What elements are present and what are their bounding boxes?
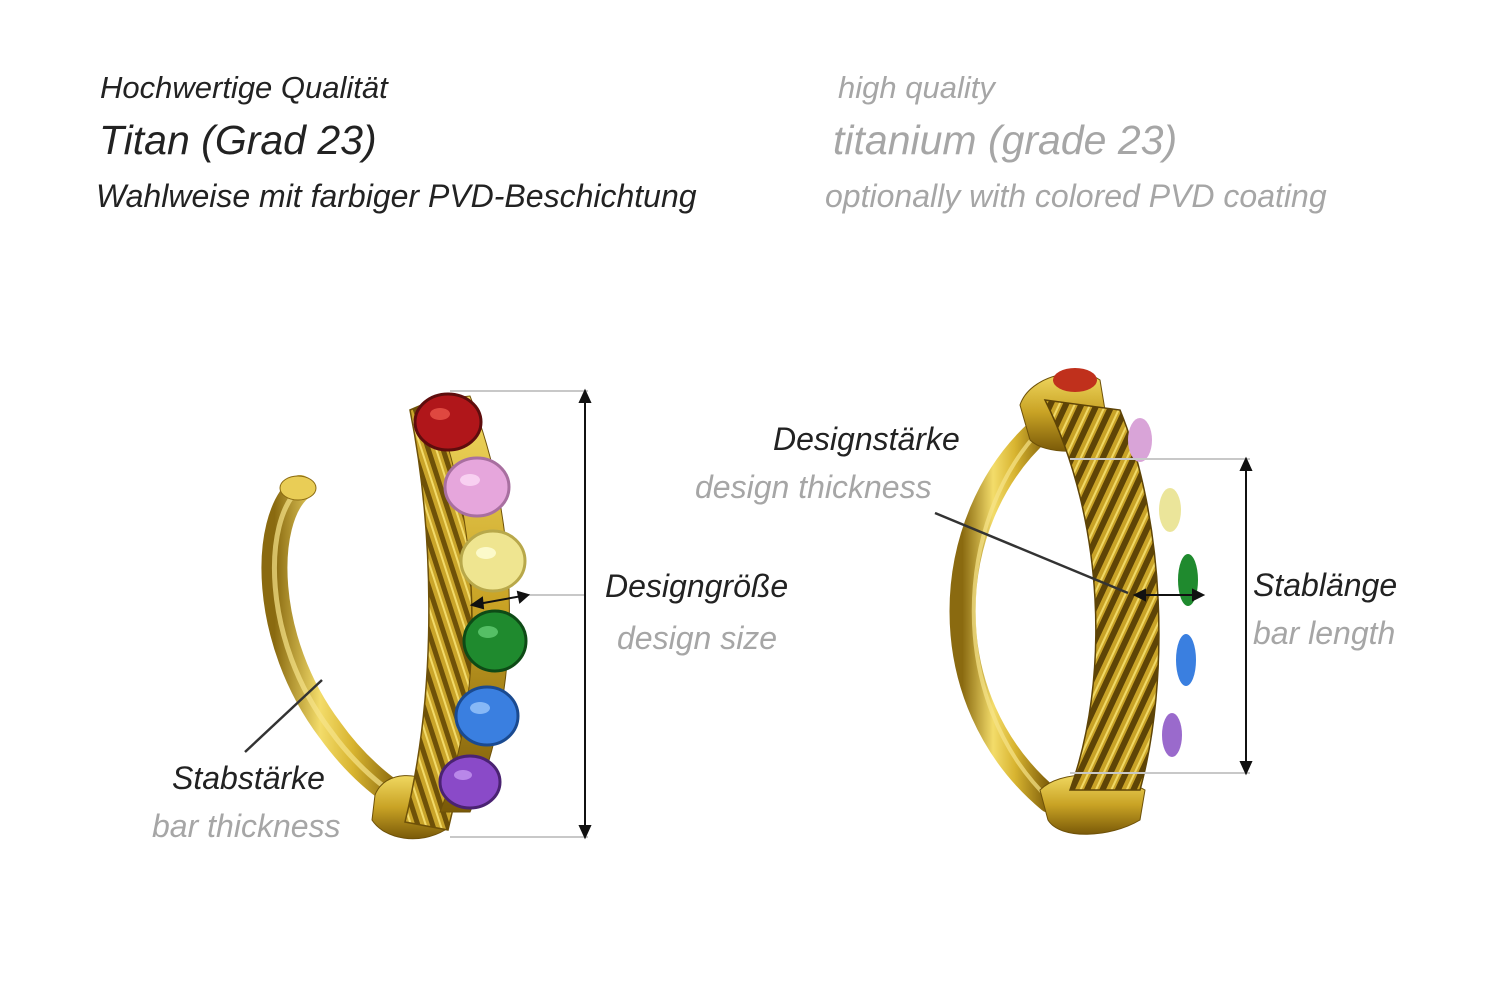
design-thickness-label-en: design thickness [695,469,932,505]
design-size-label-en: design size [617,620,778,656]
design-size-label-de: Designgröße [605,568,789,604]
right-ring-band [1043,399,1160,791]
left-ring-stones [413,392,528,810]
green-stone [462,609,528,673]
left-measurements [450,390,588,838]
material-text-de: Titan (Grad 23) [99,117,377,163]
right-ring-bar [949,417,1063,813]
design-thickness-arrow-left [469,590,531,610]
blue-stone [454,685,520,747]
bar-thickness-label-de: Stabstärke [172,760,325,796]
design-thickness-arrow-right [1132,588,1206,602]
quality-text-de: Hochwertige Qualität [100,70,388,105]
bar-length-arrow [1239,456,1253,776]
right-measurements [1070,458,1250,774]
design-thickness-label-de: Designstärke [773,421,960,457]
design-size-arrow [578,388,592,840]
pink-stone [443,456,511,518]
bar-thickness-label-en: bar thickness [152,808,341,844]
bar-length-label-de: Stablänge [1253,567,1398,603]
design-thickness-pointer [934,511,1129,595]
quality-text-en: high quality [838,70,995,105]
left-ring-bar [261,475,418,813]
left-ring-bar-end [279,475,317,501]
purple-stone [438,754,502,810]
coating-text-en: optionally with colored PVD coating [825,178,1327,214]
coating-text-de: Wahlweise mit farbiger PVD-Beschichtung [96,178,697,214]
bar-length-label-en: bar length [1253,615,1396,651]
right-ring-product [949,368,1198,835]
yellow-stone [459,529,527,593]
red-stone [413,392,483,452]
left-ring-product [261,392,528,840]
right-ring-stones [1053,368,1198,757]
bar-thickness-pointer [244,679,323,753]
material-text-en: titanium (grade 23) [833,117,1178,163]
